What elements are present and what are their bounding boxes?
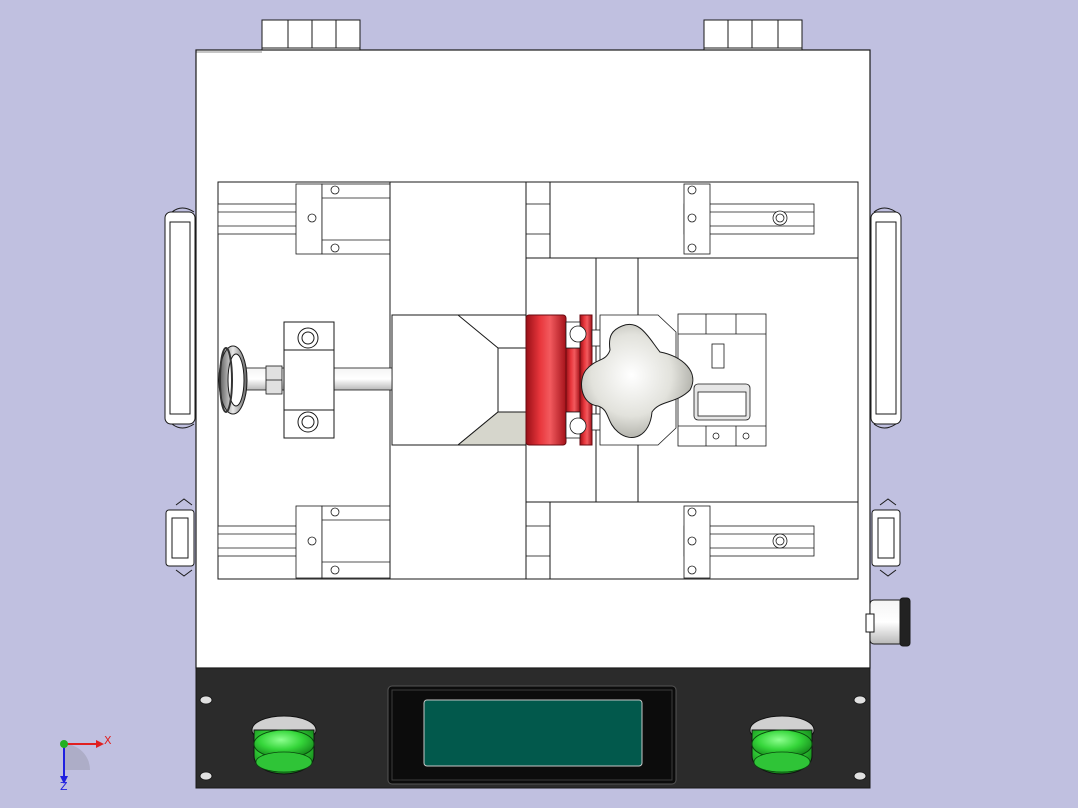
panel-screws bbox=[199, 695, 867, 781]
axis-z-label: Z bbox=[60, 780, 68, 793]
linear-rail-bottom-right bbox=[525, 505, 815, 579]
right-latch bbox=[871, 498, 901, 577]
lcd-screen bbox=[423, 699, 643, 767]
red-clamp-flange bbox=[525, 314, 593, 446]
linear-rail-top-left bbox=[217, 183, 391, 255]
left-latch bbox=[165, 498, 195, 577]
pusher-head bbox=[391, 314, 527, 446]
start-button-right[interactable] bbox=[749, 715, 815, 775]
lcd-display bbox=[387, 685, 677, 785]
coordinate-triad-icon: X Z bbox=[60, 734, 112, 793]
bearing-block bbox=[283, 321, 335, 439]
right-handle bbox=[870, 207, 902, 429]
star-knob bbox=[581, 323, 694, 438]
side-valve bbox=[865, 597, 911, 647]
clamp-bolts bbox=[565, 321, 607, 439]
left-handle bbox=[164, 207, 196, 429]
start-button-left[interactable] bbox=[251, 715, 317, 775]
pulley-wheel bbox=[218, 345, 248, 415]
linear-rail-top-right bbox=[525, 183, 815, 255]
axis-x-label: X bbox=[104, 734, 112, 747]
